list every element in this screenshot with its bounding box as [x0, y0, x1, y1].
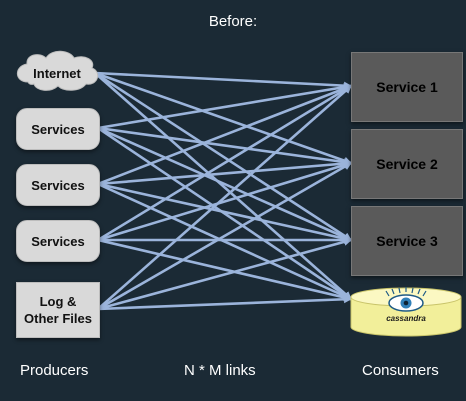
link-arrow-1-0 — [97, 83, 352, 130]
cassandra-eye-icon — [385, 287, 427, 312]
link-arrow-0-3 — [94, 72, 352, 300]
link-arrow-2-0 — [97, 84, 352, 186]
link-arrow-4-0 — [97, 85, 352, 310]
producer-log-files: Log & Other Files — [16, 282, 100, 338]
consumer-service-3: Service 3 — [351, 206, 463, 276]
diagram-title: Before: — [208, 13, 258, 30]
link-arrow-4-1 — [97, 161, 352, 311]
consumer-service-1: Service 1 — [351, 52, 463, 122]
link-arrow-3-1 — [97, 161, 352, 242]
producer-services-1-label: Services — [31, 121, 85, 137]
producer-services-3: Services — [16, 220, 100, 262]
link-arrow-2-2 — [97, 182, 352, 243]
producer-services-3-label: Services — [31, 233, 85, 249]
link-arrow-2-1 — [97, 159, 352, 186]
link-arrow-0-1 — [94, 71, 352, 165]
link-arrow-1-1 — [97, 126, 352, 167]
cassandra-label: cassandra — [386, 314, 426, 323]
consumer-service-3-label: Service 3 — [376, 233, 438, 249]
link-arrow-4-3 — [97, 295, 352, 311]
consumer-service-2-label: Service 2 — [376, 156, 438, 172]
link-arrow-3-3 — [97, 238, 352, 302]
link-arrow-2-3 — [97, 182, 352, 301]
footer-producers: Producers — [20, 362, 89, 379]
producer-services-2: Services — [16, 164, 100, 206]
footer-consumers: Consumers — [362, 362, 439, 379]
link-arrow-0-2 — [94, 71, 352, 242]
consumer-service-2: Service 2 — [351, 129, 463, 199]
link-arrow-1-3 — [97, 126, 352, 301]
producer-internet: Internet — [16, 58, 98, 88]
producer-services-1: Services — [16, 108, 100, 150]
link-arrow-0-0 — [94, 71, 352, 90]
producer-services-2-label: Services — [31, 177, 85, 193]
footer-links: N * M links — [184, 362, 256, 379]
link-arrow-3-0 — [97, 84, 352, 242]
producer-log-files-label: Log & Other Files — [24, 294, 92, 326]
producer-internet-label: Internet — [33, 65, 81, 81]
link-arrow-4-2 — [97, 237, 352, 311]
consumer-service-1-label: Service 1 — [376, 79, 438, 95]
link-arrow-1-2 — [97, 126, 352, 242]
